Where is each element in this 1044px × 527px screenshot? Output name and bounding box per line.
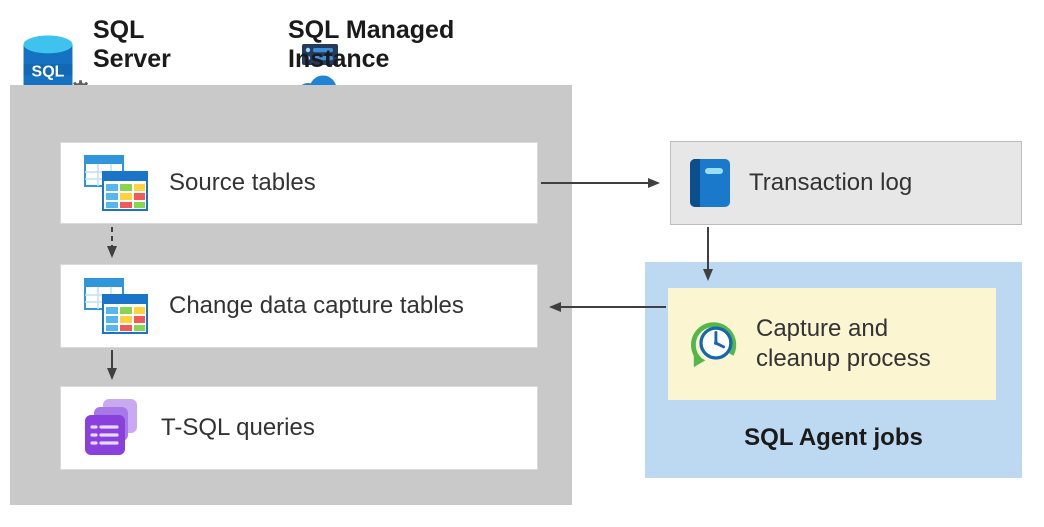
source-tables-label: Source tables xyxy=(169,169,316,196)
transaction-log-label: Transaction log xyxy=(749,169,913,196)
cdc-tables-box: Change data capture tables xyxy=(60,264,538,348)
transaction-log-icon xyxy=(687,157,733,209)
capture-cleanup-box: Capture and cleanup process xyxy=(668,288,996,400)
sql-icon-text: SQL xyxy=(32,63,65,80)
sql-database-cylinder-icon: SQL xyxy=(23,35,73,95)
clock-icon xyxy=(688,318,740,370)
tsql-queries-label: T-SQL queries xyxy=(161,414,315,441)
sql-server-icon: SQL ⚙ xyxy=(16,32,94,108)
capture-cleanup-label: Capture and cleanup process xyxy=(756,315,931,372)
tsql-queries-box: T-SQL queries xyxy=(60,386,538,470)
tsql-queries-icon xyxy=(83,399,141,457)
sql-managed-instance-heading: SQL Managed Instance xyxy=(288,16,455,73)
sql-agent-jobs-panel: Capture and cleanup process SQL Agent jo… xyxy=(645,262,1022,478)
sql-agent-jobs-label: SQL Agent jobs xyxy=(744,424,923,451)
tables-icon xyxy=(83,154,149,212)
sql-server-heading: SQL Server xyxy=(93,16,171,73)
cdc-tables-label: Change data capture tables xyxy=(169,292,464,319)
source-tables-box: Source tables xyxy=(60,142,538,224)
transaction-log-box: Transaction log xyxy=(670,141,1022,225)
tables-icon xyxy=(83,277,149,335)
